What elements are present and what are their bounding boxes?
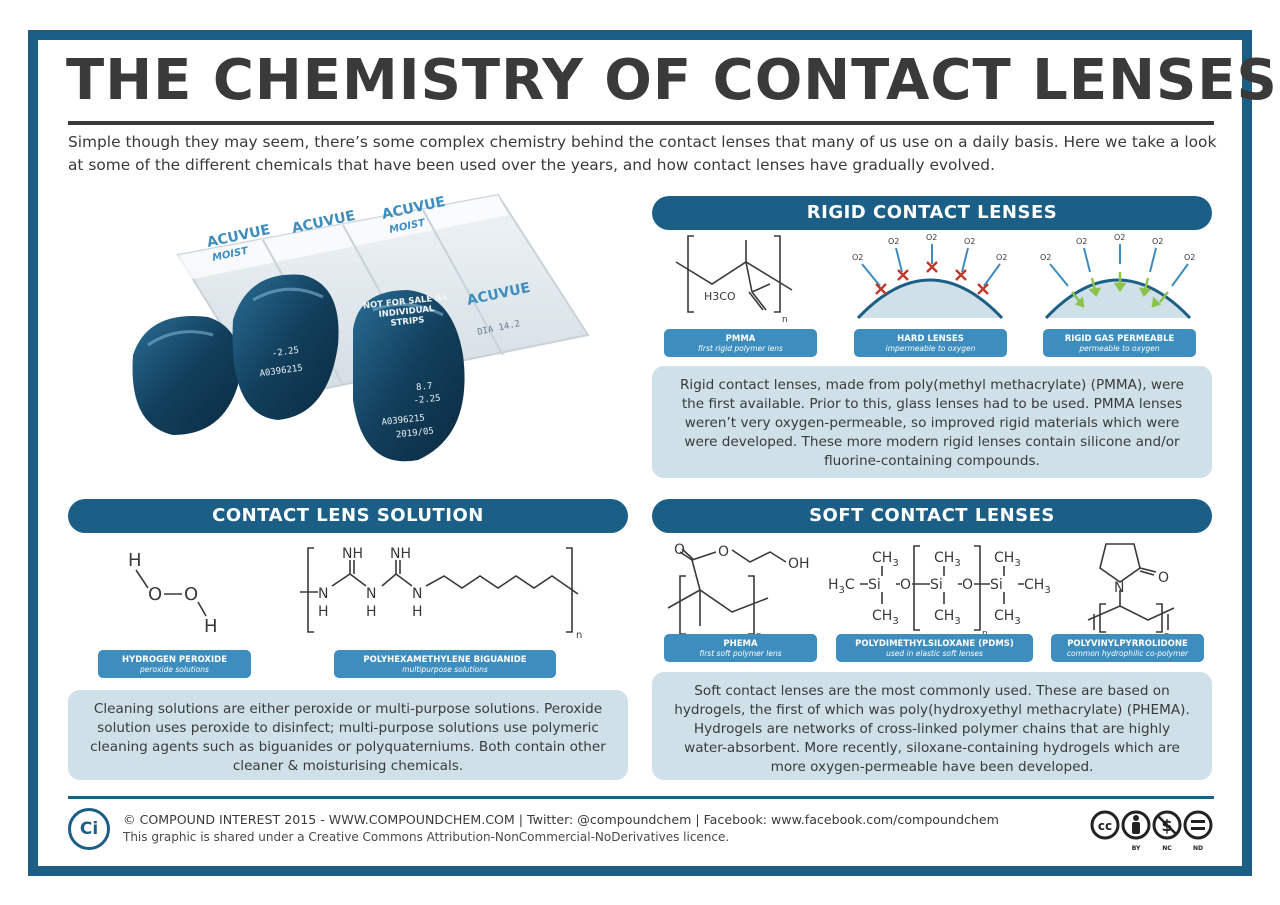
o2-label: O2 xyxy=(926,233,937,242)
tag-pdms: POLYDIMETHYLSILOXANE (PDMS) used in elas… xyxy=(836,634,1033,662)
svg-text:O: O xyxy=(674,542,685,558)
page-title: THE CHEMISTRY OF CONTACT LENSES xyxy=(66,48,1278,113)
svg-text:H: H xyxy=(318,604,329,620)
svg-text:CH3: CH3 xyxy=(872,550,899,569)
foil-pack-right: NOT FOR SALE AS INDIVIDUAL STRIPS 8.7 -2… xyxy=(353,290,465,462)
o2-label: O2 xyxy=(1076,237,1087,246)
tag-rigid-gas-permeable: RIGID GAS PERMEABLE permeable to oxygen xyxy=(1043,329,1196,357)
tag-hydrogen-peroxide: HYDROGEN PEROXIDE peroxide solutions xyxy=(98,650,251,678)
tag-phmb: POLYHEXAMETHYLENE BIGUANIDE multipurpose… xyxy=(334,650,556,678)
svg-text:Si: Si xyxy=(868,577,881,593)
svg-text:N: N xyxy=(1114,580,1124,596)
pmma-structure: H3CO n xyxy=(675,235,793,324)
svg-text:OH: OH xyxy=(788,556,810,572)
creative-commons-badges: cc BY $ NC ND xyxy=(1090,810,1213,852)
pdms-structure: H3C Si O Si O Si CH3 CH3 CH3 CH3 CH3 CH3… xyxy=(828,545,1050,638)
svg-text:O: O xyxy=(900,577,911,593)
svg-text:CH3: CH3 xyxy=(1024,577,1050,596)
repeat-n-label: n xyxy=(782,315,788,324)
hard-lens-diagram: O2 O2 O2 O2 O2 xyxy=(852,233,1007,320)
solution-text: Cleaning solutions are either peroxide o… xyxy=(68,690,628,780)
svg-text:O: O xyxy=(184,584,198,605)
o2-label: O2 xyxy=(888,237,899,246)
svg-text:NC: NC xyxy=(1162,845,1172,852)
intro-paragraph: Simple though they may seem, there’s som… xyxy=(68,133,1217,174)
o2-label: O2 xyxy=(996,253,1007,262)
phema-structure: O O OH n xyxy=(667,542,810,638)
footer-licence: This graphic is shared under a Creative … xyxy=(123,830,730,844)
svg-text:O: O xyxy=(962,577,973,593)
tag-phema: PHEMA first soft polymer lens xyxy=(664,634,817,662)
o2-label: O2 xyxy=(1040,253,1051,262)
o2-label: O2 xyxy=(1184,253,1195,262)
foil-pack-middle: -2.25 A0396215 xyxy=(232,274,339,420)
svg-text:ND: ND xyxy=(1193,845,1203,852)
svg-text:H: H xyxy=(366,604,377,620)
svg-text:NH: NH xyxy=(342,546,363,562)
o2-label: O2 xyxy=(852,253,863,262)
svg-text:H: H xyxy=(204,616,218,637)
rigid-lenses-text: Rigid contact lenses, made from poly(met… xyxy=(652,366,1212,478)
rgp-lens-diagram: O2 O2 O2 O2 O2 xyxy=(1040,233,1195,320)
svg-text:Si: Si xyxy=(990,577,1003,593)
svg-text:BY: BY xyxy=(1132,845,1141,852)
lot-label: A0396215 xyxy=(381,413,425,427)
svg-text:CH3: CH3 xyxy=(934,608,961,627)
soft-lenses-text: Soft contact lenses are the most commonl… xyxy=(652,672,1212,780)
svg-text:NH: NH xyxy=(390,546,411,562)
pvp-structure: N O n xyxy=(1087,543,1175,638)
svg-text:O: O xyxy=(148,584,162,605)
svg-text:CH3: CH3 xyxy=(934,550,961,569)
svg-text:H: H xyxy=(128,550,142,571)
title-underline xyxy=(68,121,1214,125)
foil-pack-left xyxy=(132,316,240,435)
svg-text:n: n xyxy=(576,630,582,640)
o2-label: O2 xyxy=(1114,233,1125,242)
o2-label: O2 xyxy=(964,237,975,246)
solution-heading: CONTACT LENS SOLUTION xyxy=(68,499,628,533)
hydrogen-peroxide-structure: H O O H xyxy=(128,550,218,637)
nc-icon: $ NC xyxy=(1152,810,1182,852)
svg-text:H: H xyxy=(412,604,423,620)
compound-interest-logo: Ci xyxy=(68,808,110,850)
base-curve-label: 8.7 xyxy=(416,381,433,393)
svg-text:H3C: H3C xyxy=(828,577,855,596)
by-icon: BY xyxy=(1121,810,1151,852)
svg-text:cc: cc xyxy=(1098,819,1112,833)
svg-text:CH3: CH3 xyxy=(994,608,1021,627)
power-label: -2.25 xyxy=(271,346,299,360)
svg-text:CH3: CH3 xyxy=(872,608,899,627)
power-label: -2.25 xyxy=(413,394,441,407)
svg-text:O: O xyxy=(1158,570,1169,586)
contact-lens-packs-photo: ACUVUE ACUVUE ACUVUE ACUVUE MOIST MOIST … xyxy=(132,193,590,462)
nd-icon: ND xyxy=(1183,810,1213,852)
svg-text:N: N xyxy=(412,586,422,602)
tag-hard-lenses: HARD LENSES impermeable to oxygen xyxy=(854,329,1007,357)
tag-pmma: PMMA first rigid polymer lens xyxy=(664,329,817,357)
svg-text:n: n xyxy=(982,629,988,638)
o2-label: O2 xyxy=(1152,237,1163,246)
svg-text:O: O xyxy=(718,544,729,560)
cc-icon: cc xyxy=(1090,810,1120,840)
svg-text:CH3: CH3 xyxy=(994,550,1021,569)
footer-credits: © COMPOUND INTEREST 2015 - WWW.COMPOUNDC… xyxy=(123,812,999,827)
rigid-lenses-heading: RIGID CONTACT LENSES xyxy=(652,196,1212,230)
soft-lenses-heading: SOFT CONTACT LENSES xyxy=(652,499,1212,533)
svg-text:N: N xyxy=(366,586,376,602)
footer-divider xyxy=(68,796,1214,799)
phmb-structure: NH NH N H N H N H n xyxy=(300,546,582,640)
tag-pvp: POLYVINYLPYRROLIDONE common hydrophilic … xyxy=(1051,634,1204,662)
svg-text:Si: Si xyxy=(930,577,943,593)
svg-text:N: N xyxy=(318,586,328,602)
pmma-methoxy-label: H3CO xyxy=(704,290,736,303)
expiry-label: 2019/05 xyxy=(396,427,435,441)
